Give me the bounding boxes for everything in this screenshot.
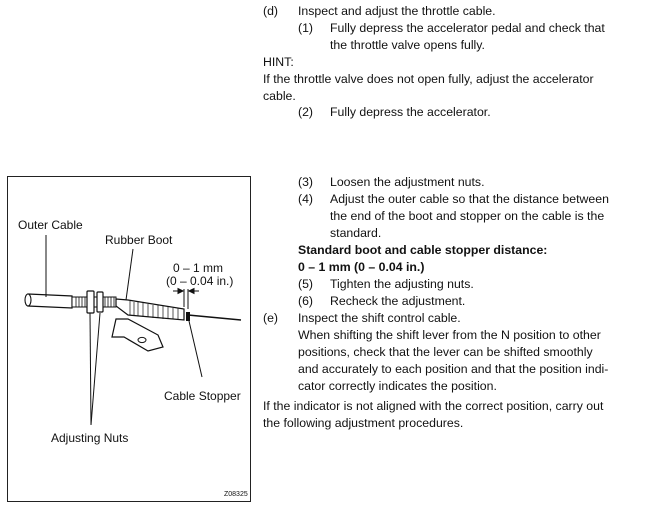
step-e-body-cont3: cator correctly indicates the position. — [298, 379, 497, 393]
bracket-bolt — [137, 336, 147, 344]
figure-id: Z08325 — [224, 491, 248, 498]
standard-value: 0 – 1 mm (0 – 0.04 in.) — [298, 260, 425, 274]
label-adjusting-nuts: Adjusting Nuts — [51, 431, 129, 445]
label-dimension: 0 – 1 mm — [173, 261, 224, 275]
final-note-cont: the following adjustment procedures. — [263, 416, 464, 430]
step-d2-text: Fully depress the accelerator. — [330, 105, 491, 119]
outer-cable — [27, 293, 73, 309]
step-d5-number: (5) — [298, 277, 314, 291]
label-rubber-boot: Rubber Boot — [105, 233, 173, 247]
step-d2-number: (2) — [298, 105, 314, 119]
step-d-label: (d) — [263, 4, 279, 18]
hint-label: HINT: — [263, 55, 294, 69]
cable-stopper — [186, 312, 190, 321]
cable-adjustment-illustration — [24, 235, 242, 426]
step-d6-number: (6) — [298, 294, 314, 308]
step-d4-text-cont: the end of the boot and stopper on the c… — [330, 209, 605, 223]
step-e-body-cont: positions, check that the lever can be s… — [298, 345, 593, 359]
step-e-body: When shifting the shift lever from the N… — [298, 328, 601, 342]
adjusting-nut-right — [96, 291, 104, 313]
cable-adjustment-figure: Outer Cable Rubber Boot 0 – 1 mm (0 – 0.… — [7, 176, 251, 502]
step-d5-text: Tighten the adjusting nuts. — [330, 277, 474, 291]
standard-heading: Standard boot and cable stopper distance… — [298, 243, 548, 257]
step-d1-number: (1) — [298, 21, 314, 35]
step-d3-number: (3) — [298, 175, 314, 189]
adjusting-nut-left — [86, 290, 95, 314]
inner-cable — [187, 314, 242, 321]
mounting-bracket — [111, 318, 164, 352]
step-e-body-cont2: and accurately to each position and that… — [298, 362, 609, 376]
step-e-text: Inspect the shift control cable. — [298, 311, 461, 325]
step-d-text: Inspect and adjust the throttle cable. — [298, 4, 496, 18]
step-d1-text: Fully depress the accelerator pedal and … — [330, 21, 605, 35]
label-dimension-inch: (0 – 0.04 in.) — [166, 274, 234, 288]
hint-text: If the throttle valve does not open full… — [263, 72, 594, 86]
step-d4-number: (4) — [298, 192, 314, 206]
step-d3-text: Loosen the adjustment nuts. — [330, 175, 485, 189]
label-outer-cable: Outer Cable — [18, 218, 83, 232]
hint-text-cont: cable. — [263, 89, 296, 103]
step-d1-text-cont: the throttle valve opens fully. — [330, 38, 485, 52]
step-e-label: (e) — [263, 311, 279, 325]
step-d6-text: Recheck the adjustment. — [330, 294, 466, 308]
step-d4-text: Adjust the outer cable so that the dista… — [330, 192, 609, 206]
label-cable-stopper: Cable Stopper — [164, 389, 241, 403]
rubber-boot — [115, 298, 185, 321]
final-note: If the indicator is not aligned with the… — [263, 399, 604, 413]
step-d4-text-cont2: standard. — [330, 226, 382, 240]
